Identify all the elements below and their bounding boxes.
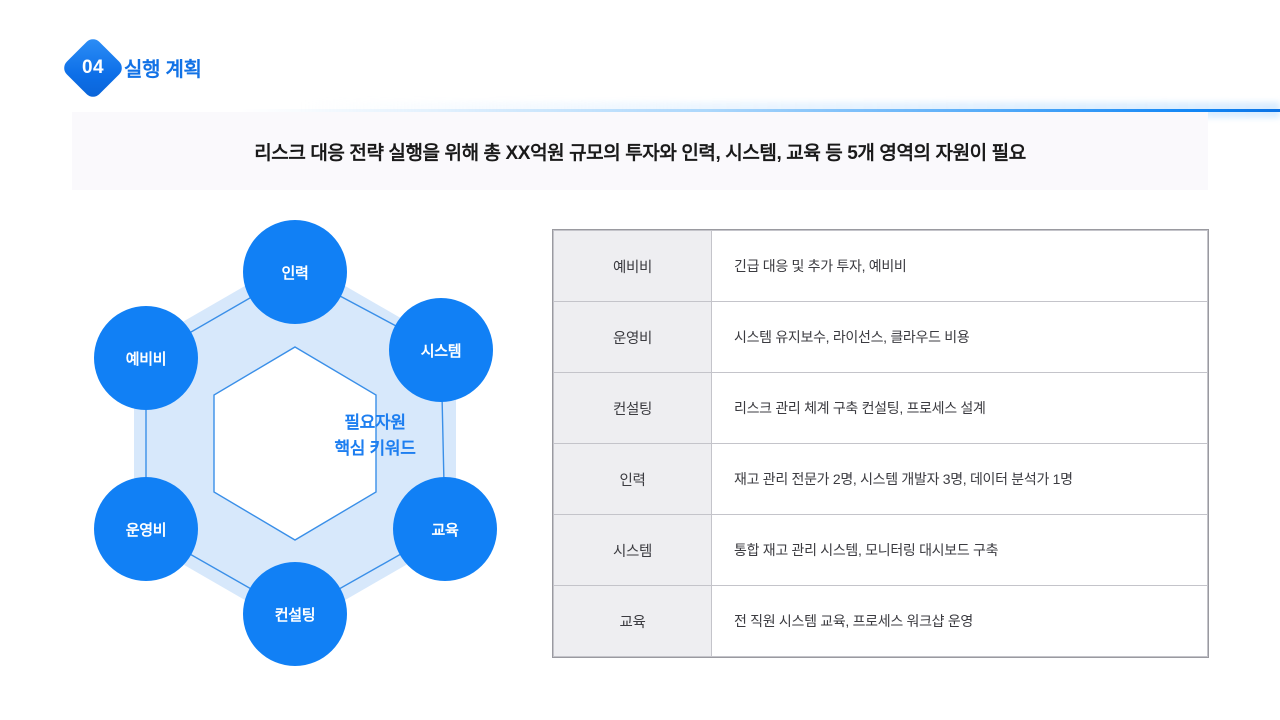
hexagon-center-line2: 핵심 키워드 bbox=[334, 438, 416, 458]
header-rule bbox=[240, 109, 1280, 112]
table-row: 인력 재고 관리 전문가 2명, 시스템 개발자 3명, 데이터 분석가 1명 bbox=[553, 443, 1208, 515]
hex-node-label: 교육 bbox=[431, 521, 459, 539]
table-row: 시스템 통합 재고 관리 시스템, 모니터링 대시보드 구축 bbox=[553, 514, 1208, 586]
page-title: 실행 계획 bbox=[124, 59, 202, 81]
resource-table-element: 예비비 긴급 대응 및 추가 투자, 예비비 운영비 시스템 유지보수, 라이선… bbox=[553, 230, 1208, 657]
inner-hexagon bbox=[213, 346, 377, 541]
hexagon-diagram: 인력 시스템 교육 컨설팅 운영비 예비비 필요자원 핵심 키워드 bbox=[80, 205, 520, 675]
hex-node-label: 시스템 bbox=[420, 342, 462, 360]
section-number-label: 04 bbox=[82, 57, 104, 78]
table-cell-value: 재고 관리 전문가 2명, 시스템 개발자 3명, 데이터 분석가 1명 bbox=[711, 443, 1208, 515]
table-cell-key: 운영비 bbox=[553, 301, 712, 373]
hex-node-label: 운영비 bbox=[125, 521, 167, 539]
table-cell-value: 전 직원 시스템 교육, 프로세스 워크샵 운영 bbox=[711, 585, 1208, 657]
hexagon-center-line1: 필요자원 bbox=[344, 413, 406, 432]
resource-table: 예비비 긴급 대응 및 추가 투자, 예비비 운영비 시스템 유지보수, 라이선… bbox=[552, 229, 1209, 658]
table-cell-value: 통합 재고 관리 시스템, 모니터링 대시보드 구축 bbox=[711, 514, 1208, 586]
table-cell-key: 인력 bbox=[553, 443, 712, 515]
hex-node-inryeok[interactable]: 인력 bbox=[243, 220, 347, 324]
table-cell-value: 시스템 유지보수, 라이선스, 클라우드 비용 bbox=[711, 301, 1208, 373]
summary-banner-text: 리스크 대응 전략 실행을 위해 총 XX억원 규모의 투자와 인력, 시스템,… bbox=[254, 142, 1026, 164]
hex-node-label: 컨설팅 bbox=[274, 606, 316, 624]
hex-node-consulting[interactable]: 컨설팅 bbox=[243, 562, 347, 666]
table-cell-key: 시스템 bbox=[553, 514, 712, 586]
table-cell-value: 리스크 관리 체계 구축 컨설팅, 프로세스 설계 bbox=[711, 372, 1208, 444]
table-row: 컨설팅 리스크 관리 체계 구축 컨설팅, 프로세스 설계 bbox=[553, 372, 1208, 444]
hex-node-reserve-fund[interactable]: 예비비 bbox=[94, 306, 198, 410]
hex-node-education[interactable]: 교육 bbox=[393, 477, 497, 581]
table-cell-key: 교육 bbox=[553, 585, 712, 657]
table-cell-key: 컨설팅 bbox=[553, 372, 712, 444]
hexagon-center-label: 필요자원 핵심 키워드 bbox=[295, 410, 455, 461]
hex-node-operating-cost[interactable]: 운영비 bbox=[94, 477, 198, 581]
hex-node-system[interactable]: 시스템 bbox=[389, 298, 493, 402]
hexagon-diagram-svg bbox=[134, 257, 456, 629]
hex-node-label: 인력 bbox=[281, 264, 309, 282]
table-row: 운영비 시스템 유지보수, 라이선스, 클라우드 비용 bbox=[553, 301, 1208, 373]
table-row: 예비비 긴급 대응 및 추가 투자, 예비비 bbox=[553, 230, 1208, 302]
summary-banner: 리스크 대응 전략 실행을 위해 총 XX억원 규모의 투자와 인력, 시스템,… bbox=[72, 112, 1208, 190]
table-cell-key: 예비비 bbox=[553, 230, 712, 302]
table-cell-value: 긴급 대응 및 추가 투자, 예비비 bbox=[711, 230, 1208, 302]
resource-table-body: 예비비 긴급 대응 및 추가 투자, 예비비 운영비 시스템 유지보수, 라이선… bbox=[553, 230, 1208, 657]
hex-node-label: 예비비 bbox=[125, 350, 167, 368]
table-row: 교육 전 직원 시스템 교육, 프로세스 워크샵 운영 bbox=[553, 585, 1208, 657]
